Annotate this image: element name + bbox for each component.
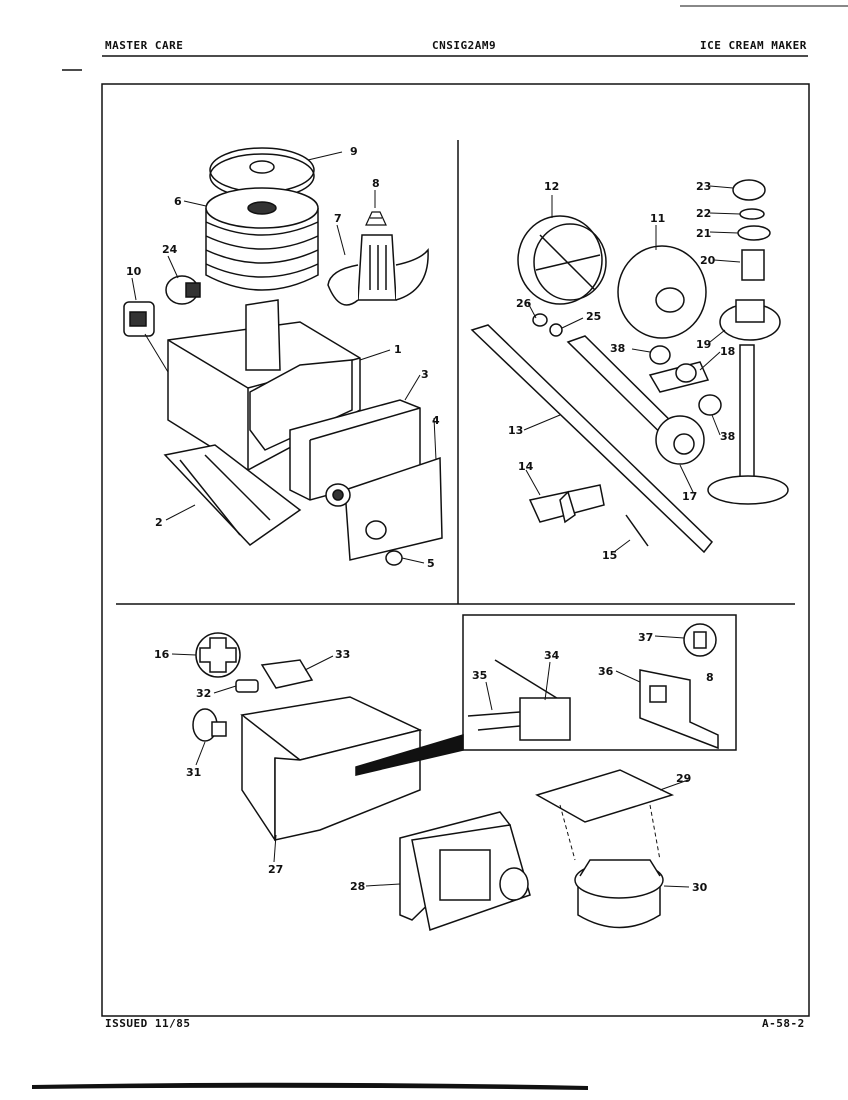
part-38-washers [649,345,722,416]
callout-36: 36 [598,665,614,678]
control-knob [325,483,351,507]
part-29-to-30-guide [559,804,661,861]
callout-23: 23 [696,180,711,193]
callout-13: 13 [508,424,523,437]
callout-29: 29 [676,772,691,785]
callout-9: 9 [350,145,358,158]
part-35-screws [467,711,521,731]
part-12-drum [517,215,607,305]
footer-left: ISSUED 11/85 [105,1017,191,1030]
callout-8: 8 [372,177,380,190]
leaders-top-right [523,185,741,553]
header-center: CNSIG2AM9 [432,39,497,52]
callout-20: 20 [700,254,716,267]
part-17-bevel-gear [655,415,705,465]
leaders-top-left [131,151,437,564]
part-16-cam [195,632,241,678]
callout-labels: 9 6 8 7 24 10 1 3 4 2 5 12 11 23 22 21 2… [126,145,735,894]
callout-19: 19 [696,338,711,351]
part-24-knob [165,275,201,305]
part-8-knob [365,211,387,226]
part-29-cover [535,769,675,823]
part-32-clip [235,679,259,693]
part-17-shaft [707,344,789,505]
parts-20-23-stack [732,179,771,281]
part-6-bucket [205,187,319,291]
callout-11: 11 [650,212,665,225]
callout-38-a: 38 [610,342,625,355]
part-10-switch [123,301,155,337]
callout-14: 14 [518,460,534,473]
part-31-plug [192,708,227,742]
callout-37: 37 [638,631,653,644]
header-right: ICE CREAM MAKER [700,39,807,52]
callout-8-b: 8 [706,671,714,684]
footer-right: A-58-2 [762,1017,805,1030]
part-27-chassis [240,696,423,843]
header-left: MASTER CARE [105,39,184,52]
callout-2: 2 [155,516,163,529]
callout-18: 18 [720,345,735,358]
callout-25: 25 [586,310,601,323]
callout-10: 10 [126,265,142,278]
callout-15: 15 [602,549,617,562]
diagram-frame [101,83,810,1017]
callout-27: 27 [268,863,283,876]
parts-25-26-nuts [532,313,563,337]
callout-35: 35 [472,669,487,682]
callout-21: 21 [696,227,711,240]
callout-30: 30 [692,881,708,894]
callout-5: 5 [427,557,435,570]
callout-1: 1 [394,343,402,356]
leaders-bottom [171,635,690,888]
callout-24: 24 [162,243,178,256]
part-14-bracket [528,484,605,524]
part-37-cam [683,623,717,657]
part-30-motor [574,859,664,929]
part-36-bracket [639,669,719,750]
callout-4: 4 [432,414,440,427]
callout-26: 26 [516,297,532,310]
part-5-knob [385,550,403,566]
part-11-bearing-housing [617,245,707,339]
part-18-bracket [648,361,710,393]
callout-3: 3 [421,368,429,381]
part-15-pin [625,514,649,547]
callout-38-b: 38 [720,430,735,443]
callout-7: 7 [334,212,342,225]
callout-22: 22 [696,207,711,220]
callout-12: 12 [544,180,559,193]
callout-28: 28 [350,880,365,893]
part-7-dasher [327,234,429,306]
part-2-base [163,444,302,546]
callout-31: 31 [186,766,201,779]
callout-34: 34 [544,649,560,662]
callout-33: 33 [335,648,350,661]
callout-17: 17 [682,490,697,503]
callout-32: 32 [196,687,211,700]
callout-16: 16 [154,648,170,661]
bottom-edge-smudge [32,1082,588,1090]
part-28-motor [399,811,531,931]
part-19-gear [719,299,781,341]
callout-6: 6 [174,195,182,208]
part-4-cover-plate [344,456,443,561]
part-33-clip [260,659,314,689]
